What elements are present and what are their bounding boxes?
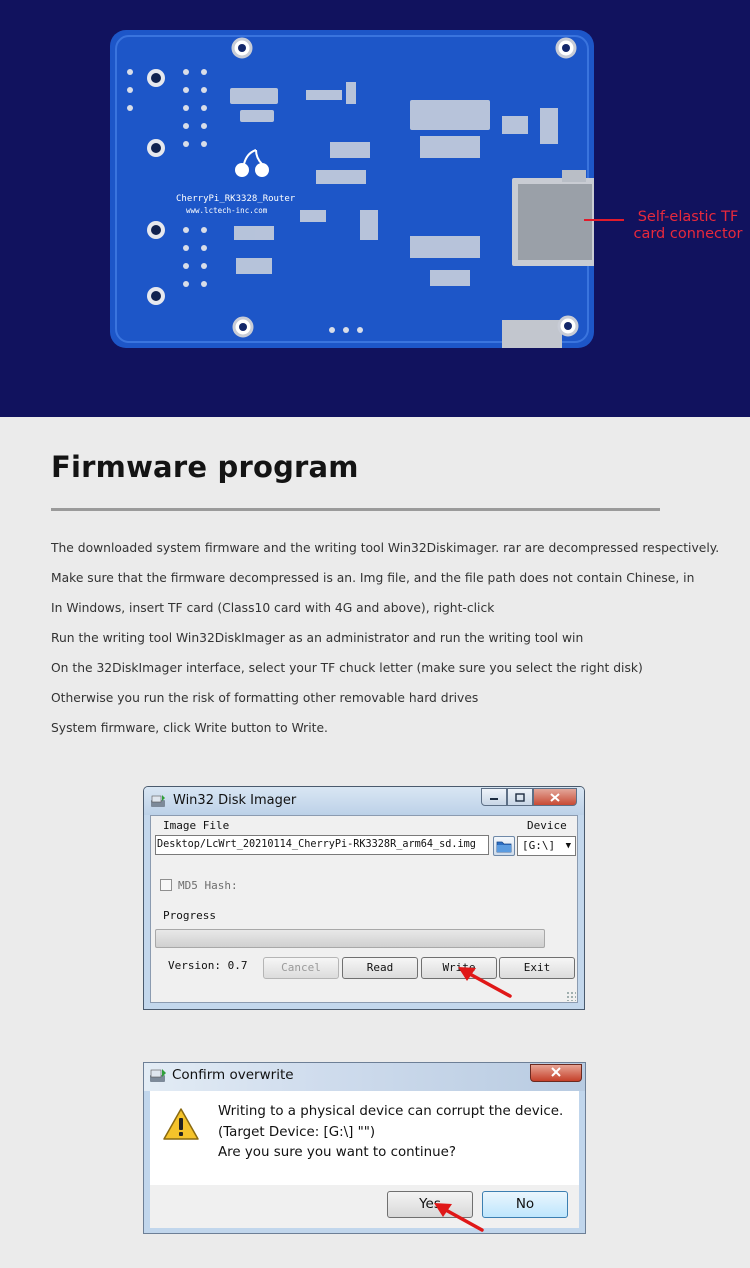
warning-icon	[163, 1108, 199, 1140]
maximize-icon[interactable]	[507, 788, 533, 806]
exit-button[interactable]: Exit	[499, 957, 575, 979]
board-model-label: CherryPi_RK3328_Router	[176, 194, 296, 204]
minimize-icon[interactable]	[481, 788, 507, 806]
board-site-label: www.lctech-inc.com	[186, 206, 268, 215]
yes-button[interactable]: Yes	[387, 1191, 473, 1218]
read-button[interactable]: Read	[342, 957, 418, 979]
image-file-input[interactable]: Desktop/LcWrt_20210114_CherryPi-RK3328R_…	[155, 835, 489, 855]
callout-line	[584, 219, 624, 221]
dialog-titlebar[interactable]: Confirm overwrite	[144, 1063, 585, 1091]
chevron-down-icon: ▼	[565, 841, 571, 851]
device-label: Device	[527, 819, 567, 832]
resize-grip[interactable]	[566, 991, 576, 1001]
instruction-line: Make sure that the firmware decompressed…	[51, 571, 695, 585]
dialog-message-line: Writing to a physical device can corrupt…	[218, 1104, 564, 1119]
dialog-message-line: (Target Device: [G:\] "")	[218, 1124, 376, 1140]
md5-checkbox[interactable]	[160, 879, 172, 891]
instruction-line: In Windows, insert TF card (Class10 card…	[51, 601, 495, 615]
disk-imager-app-icon	[150, 1069, 166, 1082]
no-button[interactable]: No	[482, 1191, 568, 1218]
dialog-message-line: Are you sure you want to continue?	[218, 1145, 456, 1160]
folder-icon	[496, 841, 512, 853]
dialog-button-bar: Yes No	[150, 1185, 579, 1228]
cherry-logo	[235, 149, 269, 177]
section-title: Firmware program	[51, 450, 359, 484]
window-titlebar[interactable]: Win32 Disk Imager	[144, 787, 584, 815]
pcb-board-image: CherryPi_RK3328_Router www.lctech-inc.co…	[110, 30, 594, 348]
device-select-value: [G:\]	[522, 839, 556, 852]
product-photo-banner: CherryPi_RK3328_Router www.lctech-inc.co…	[0, 0, 750, 417]
dialog-title: Confirm overwrite	[172, 1067, 294, 1083]
device-select[interactable]: [G:\] ▼	[517, 836, 576, 856]
instruction-line: On the 32DiskImager interface, select yo…	[51, 661, 643, 675]
disk-imager-app-icon	[151, 795, 165, 807]
confirm-overwrite-dialog: Confirm overwrite Writing to a physical …	[143, 1062, 586, 1234]
cancel-button[interactable]: Cancel	[263, 957, 339, 979]
close-icon[interactable]	[533, 788, 577, 806]
progress-bar	[155, 929, 545, 948]
instruction-text: The downloaded system firmware and the w…	[51, 537, 741, 747]
disk-imager-window: Win32 Disk Imager Image File Device Desk…	[143, 786, 585, 1010]
window-title: Win32 Disk Imager	[173, 793, 297, 808]
instruction-line: System firmware, click Write button to W…	[51, 721, 328, 735]
instruction-line: Otherwise you run the risk of formatting…	[51, 691, 479, 705]
tf-connector-callout: Self-elastic TF card connector	[633, 209, 743, 242]
md5-label: MD5 Hash:	[178, 879, 238, 892]
title-divider	[51, 508, 660, 511]
instruction-line: Run the writing tool Win32DiskImager as …	[51, 631, 584, 645]
write-button[interactable]: Write	[421, 957, 497, 979]
dialog-message: Writing to a physical device can corrupt…	[218, 1102, 563, 1164]
instruction-line: The downloaded system firmware and the w…	[51, 541, 720, 555]
close-icon[interactable]	[530, 1064, 582, 1082]
image-file-label: Image File	[163, 819, 230, 832]
progress-label: Progress	[163, 909, 216, 922]
browse-button[interactable]	[493, 836, 515, 856]
dialog-body: Writing to a physical device can corrupt…	[150, 1091, 579, 1185]
version-label: Version: 0.7	[168, 959, 248, 972]
window-client-area: Image File Device Desktop/LcWrt_20210114…	[150, 815, 578, 1003]
